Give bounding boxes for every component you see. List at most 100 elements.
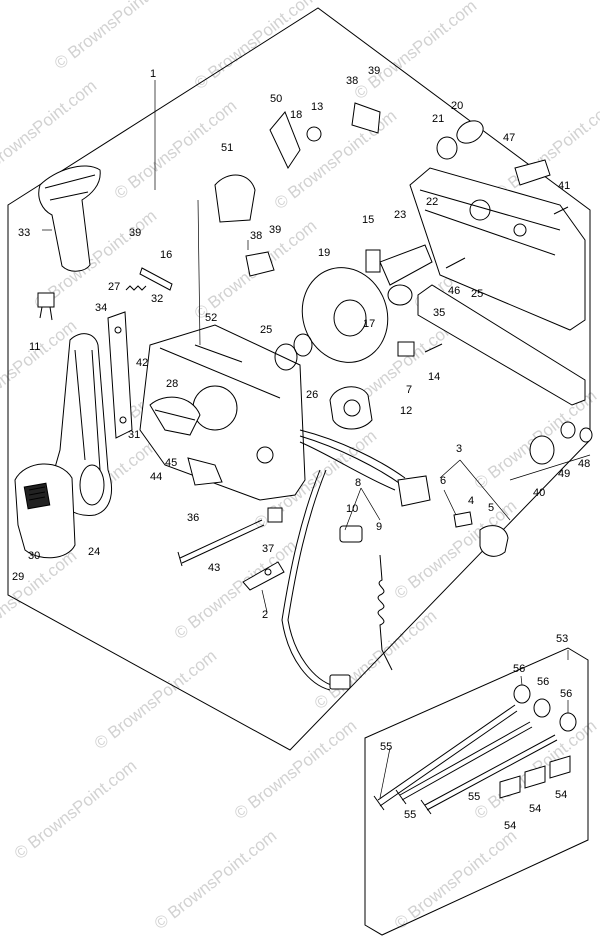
callout-label: 6 bbox=[440, 475, 446, 487]
callout-label: 39 bbox=[129, 227, 141, 239]
side-panel-part bbox=[409, 167, 586, 331]
callout-label: 49 bbox=[558, 468, 570, 480]
callout-labels: 1 2 3 4 5 6 7 8 9 10 11 12 13 14 15 16 1… bbox=[12, 65, 590, 832]
kit-bolt-2 bbox=[395, 721, 533, 805]
callout-label: 38 bbox=[346, 75, 358, 87]
callout-label: 48 bbox=[578, 458, 590, 470]
callout-label: 54 bbox=[529, 803, 541, 815]
watermark-text: © BrownsPoint.com bbox=[91, 646, 221, 753]
watermark-text: © BrownsPoint.com bbox=[351, 0, 481, 103]
lever-hub-part bbox=[14, 463, 76, 559]
spring-part bbox=[125, 285, 147, 291]
callout-label: 30 bbox=[28, 550, 40, 562]
callout-label: 11 bbox=[29, 341, 40, 353]
callout-label: 25 bbox=[260, 324, 272, 336]
callout-label: 5 bbox=[488, 502, 494, 514]
callout-label: 19 bbox=[318, 247, 330, 259]
callout-label: 26 bbox=[306, 389, 318, 401]
callout-label: 35 bbox=[433, 307, 445, 319]
link-bar-part bbox=[107, 311, 133, 439]
callout-label: 9 bbox=[376, 521, 382, 533]
callout-label: 39 bbox=[269, 224, 281, 236]
callout-label: 14 bbox=[428, 371, 440, 383]
watermark-text: © BrownsPoint.com bbox=[51, 0, 181, 73]
buzzer-part bbox=[329, 386, 373, 430]
watermark-text: © BrownsPoint.com bbox=[311, 606, 441, 713]
watermark-text: © BrownsPoint.com bbox=[191, 0, 321, 93]
kit-collar-1 bbox=[499, 775, 521, 799]
watermark-text: © BrownsPoint.com bbox=[0, 546, 80, 653]
callout-label: 44 bbox=[150, 471, 162, 483]
watermark-text: © BrownsPoint.com bbox=[151, 826, 281, 933]
callout-label: 17 bbox=[363, 318, 375, 330]
callout-label: 15 bbox=[362, 214, 374, 226]
cam-segment-part bbox=[149, 396, 201, 436]
kit-washer-2 bbox=[533, 698, 551, 718]
callout-label: 41 bbox=[558, 180, 570, 192]
callout-label: 55 bbox=[404, 809, 416, 821]
callout-label: 28 bbox=[166, 378, 178, 390]
bracket-part bbox=[187, 457, 223, 486]
kit-bolt-1 bbox=[373, 704, 518, 811]
friction-disc-part bbox=[301, 267, 389, 363]
callout-label: 8 bbox=[355, 477, 361, 489]
bolt-kit-border bbox=[364, 647, 589, 936]
callout-label: 56 bbox=[513, 663, 525, 675]
switch-part bbox=[37, 292, 55, 308]
callout-label: 2 bbox=[262, 609, 268, 621]
callout-label: 51 bbox=[221, 142, 233, 154]
lanyard-part bbox=[377, 554, 393, 671]
callout-label: 54 bbox=[555, 789, 567, 801]
callout-label: 32 bbox=[151, 293, 163, 305]
callout-label: 53 bbox=[556, 633, 568, 645]
callout-label: 56 bbox=[560, 688, 572, 700]
wire-harness bbox=[299, 429, 406, 491]
kit-washer-3 bbox=[559, 712, 577, 732]
callout-label: 13 bbox=[311, 101, 323, 113]
pin-part bbox=[139, 267, 173, 291]
callout-label: 7 bbox=[406, 384, 412, 396]
callout-label: 47 bbox=[503, 132, 515, 144]
callout-label: 36 bbox=[187, 512, 199, 524]
housing-part bbox=[139, 324, 306, 501]
callout-label: 39 bbox=[368, 65, 380, 77]
callout-label: 22 bbox=[426, 196, 438, 208]
callout-label: 54 bbox=[504, 820, 516, 832]
long-screw-part bbox=[177, 519, 265, 567]
callout-label: 46 bbox=[448, 285, 460, 297]
callout-label: 18 bbox=[290, 109, 302, 121]
watermark-text: © BrownsPoint.com bbox=[171, 536, 301, 643]
watermark-text: © BrownsPoint.com bbox=[11, 756, 141, 863]
kit-bolt-3 bbox=[420, 734, 558, 815]
callout-label: 37 bbox=[262, 543, 274, 555]
callout-label: 42 bbox=[136, 357, 148, 369]
plate-part bbox=[242, 561, 285, 591]
kit-collar-2 bbox=[524, 765, 546, 789]
callout-label: 45 bbox=[165, 457, 177, 469]
leader-lines bbox=[42, 80, 591, 799]
callout-label: 12 bbox=[400, 405, 412, 417]
callout-label: 27 bbox=[108, 281, 120, 293]
callout-label: 55 bbox=[468, 791, 480, 803]
callout-label: 1 bbox=[150, 68, 156, 80]
callout-label: 4 bbox=[468, 495, 474, 507]
callout-label: 43 bbox=[208, 562, 220, 574]
watermark-text: © BrownsPoint.com bbox=[231, 716, 361, 823]
callout-label: 10 bbox=[346, 503, 358, 515]
callout-label: 56 bbox=[537, 676, 549, 688]
callout-label: 40 bbox=[533, 487, 545, 499]
callout-label: 33 bbox=[18, 227, 30, 239]
panel-rail-part bbox=[417, 284, 586, 406]
callout-label: 52 bbox=[205, 312, 217, 324]
callout-label: 16 bbox=[160, 249, 172, 261]
callout-label: 38 bbox=[250, 230, 262, 242]
callout-label: 23 bbox=[394, 209, 406, 221]
callout-label: 34 bbox=[95, 302, 107, 314]
callout-label: 50 bbox=[270, 93, 282, 105]
key-switch-part bbox=[397, 475, 431, 507]
kit-washer-1 bbox=[513, 684, 531, 704]
watermark-text: © BrownsPoint.com bbox=[491, 96, 600, 203]
callout-label: 29 bbox=[12, 571, 24, 583]
callout-label: 3 bbox=[456, 443, 462, 455]
